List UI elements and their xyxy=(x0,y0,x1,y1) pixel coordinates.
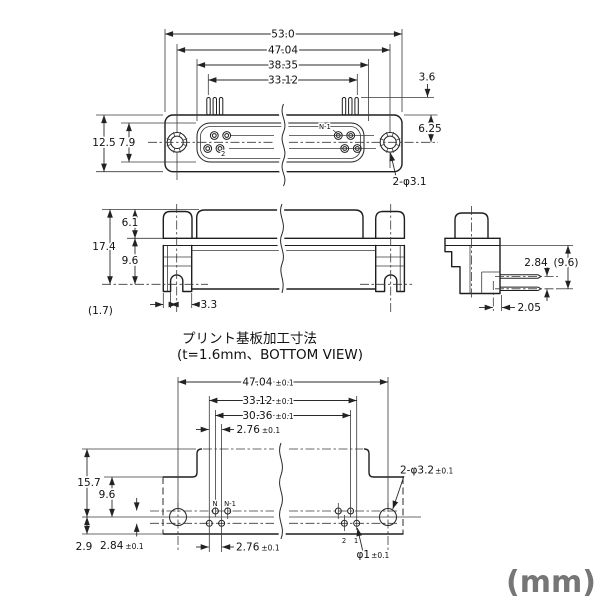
pin-label-n-minus-1: N-1 xyxy=(319,123,331,131)
mount-hole-note: 2-φ3.2±0.1 xyxy=(400,465,454,477)
dim-pin-span-row2: 33.12±0.1 xyxy=(242,395,294,407)
dim-shell-height: 7.9 xyxy=(119,137,136,149)
solder-pins-top xyxy=(206,97,359,116)
pcb-note: プリント基板加工寸法 (t=1.6mm、BOTTOM VIEW) xyxy=(177,330,363,363)
body-profile xyxy=(444,237,501,295)
dim-overall-height: 12.5 xyxy=(92,137,115,149)
mount-post-right xyxy=(375,210,406,239)
pin-label-2: 2 xyxy=(342,537,346,545)
dim-body-height: 9.6 xyxy=(122,255,139,267)
dim-depth-ref: (9.6) xyxy=(554,257,579,269)
dim-center-to-edge: 2.9 xyxy=(76,541,93,553)
dim-mount-hole-span: 47.04±0.1 xyxy=(242,377,294,389)
dimensions: 17.4 6.1 9.6 3.3 (1.7) xyxy=(86,209,219,319)
mount-hole-note: 2-φ3.1 xyxy=(393,176,427,188)
dimensions: 47.04±0.1 33.12±0.1 30.36±0.1 2.76±0.1 1… xyxy=(74,375,455,563)
dimensions: 2.84 (9.6) 2.05 xyxy=(479,245,580,316)
dim-shell-to-center: 6.25 xyxy=(418,123,441,135)
dim-overall-height: 17.4 xyxy=(92,241,116,253)
dim-leg-offset: 3.3 xyxy=(201,299,218,311)
center-lines xyxy=(471,206,558,311)
dim-pin-span-row1: 30.36±0.1 xyxy=(242,410,294,422)
break-line xyxy=(279,442,283,540)
dim-leg-edge-ref: (1.7) xyxy=(88,305,113,317)
pin-label-n-minus-1: N-1 xyxy=(224,500,236,508)
dimensions: 53.0 47.04 38.35 33.12 3.6 6.25 12.5 7.9… xyxy=(91,27,444,190)
extension-lines xyxy=(96,29,438,180)
top-view: 53.0 47.04 38.35 33.12 3.6 6.25 12.5 7.9… xyxy=(91,27,444,190)
pin-label-2: 2 xyxy=(221,150,225,158)
center-lines xyxy=(102,204,412,312)
pcb-note-title: プリント基板加工寸法 xyxy=(182,330,317,347)
dim-mount-hole-span: 47.04 xyxy=(268,45,298,57)
dim-shell-width: 38.35 xyxy=(268,60,298,72)
dim-pin-pitch-top: 2.76±0.1 xyxy=(237,424,281,436)
dim-row-spacing: 2.84±0.1 xyxy=(100,540,144,552)
front-view: 17.4 6.1 9.6 3.3 (1.7) xyxy=(86,202,412,319)
unit-label: (mm) xyxy=(506,565,596,600)
pcb-note-subtitle: (t=1.6mm、BOTTOM VIEW) xyxy=(177,347,363,363)
outline-step-right xyxy=(363,448,404,478)
dim-post-height: 6.1 xyxy=(122,217,139,229)
extension-lines xyxy=(102,209,199,308)
dim-overall-width: 53.0 xyxy=(271,29,294,41)
extension-lines xyxy=(82,377,389,552)
break-line xyxy=(281,103,286,187)
outline-step-left xyxy=(162,448,203,478)
pin-hole-ticks xyxy=(227,503,345,531)
dim-edge-to-center: 15.7 xyxy=(77,477,100,489)
dim-pin-offset: 2.05 xyxy=(518,302,541,314)
dim-pin-height: 3.6 xyxy=(419,72,436,84)
pin-label-n: N xyxy=(212,500,217,508)
pin-hole-note: φ1±0.1 xyxy=(357,549,390,561)
mount-post-left xyxy=(162,210,193,239)
dim-pin-span: 33.12 xyxy=(268,75,298,87)
dim-step-to-center: 9.6 xyxy=(99,489,116,501)
bottom-view: 47.04±0.1 33.12±0.1 30.36±0.1 2.76±0.1 1… xyxy=(74,375,455,563)
side-view: 2.84 (9.6) 2.05 xyxy=(444,206,580,316)
dim-pin-row-spacing: 2.84 xyxy=(524,257,548,269)
pin-label-1: 1 xyxy=(354,537,358,545)
dim-pin-pitch-bottom: 2.76±0.1 xyxy=(236,542,280,554)
break-line xyxy=(280,203,284,294)
body-detail-lines xyxy=(469,245,500,294)
pin-row-lines xyxy=(229,135,376,149)
